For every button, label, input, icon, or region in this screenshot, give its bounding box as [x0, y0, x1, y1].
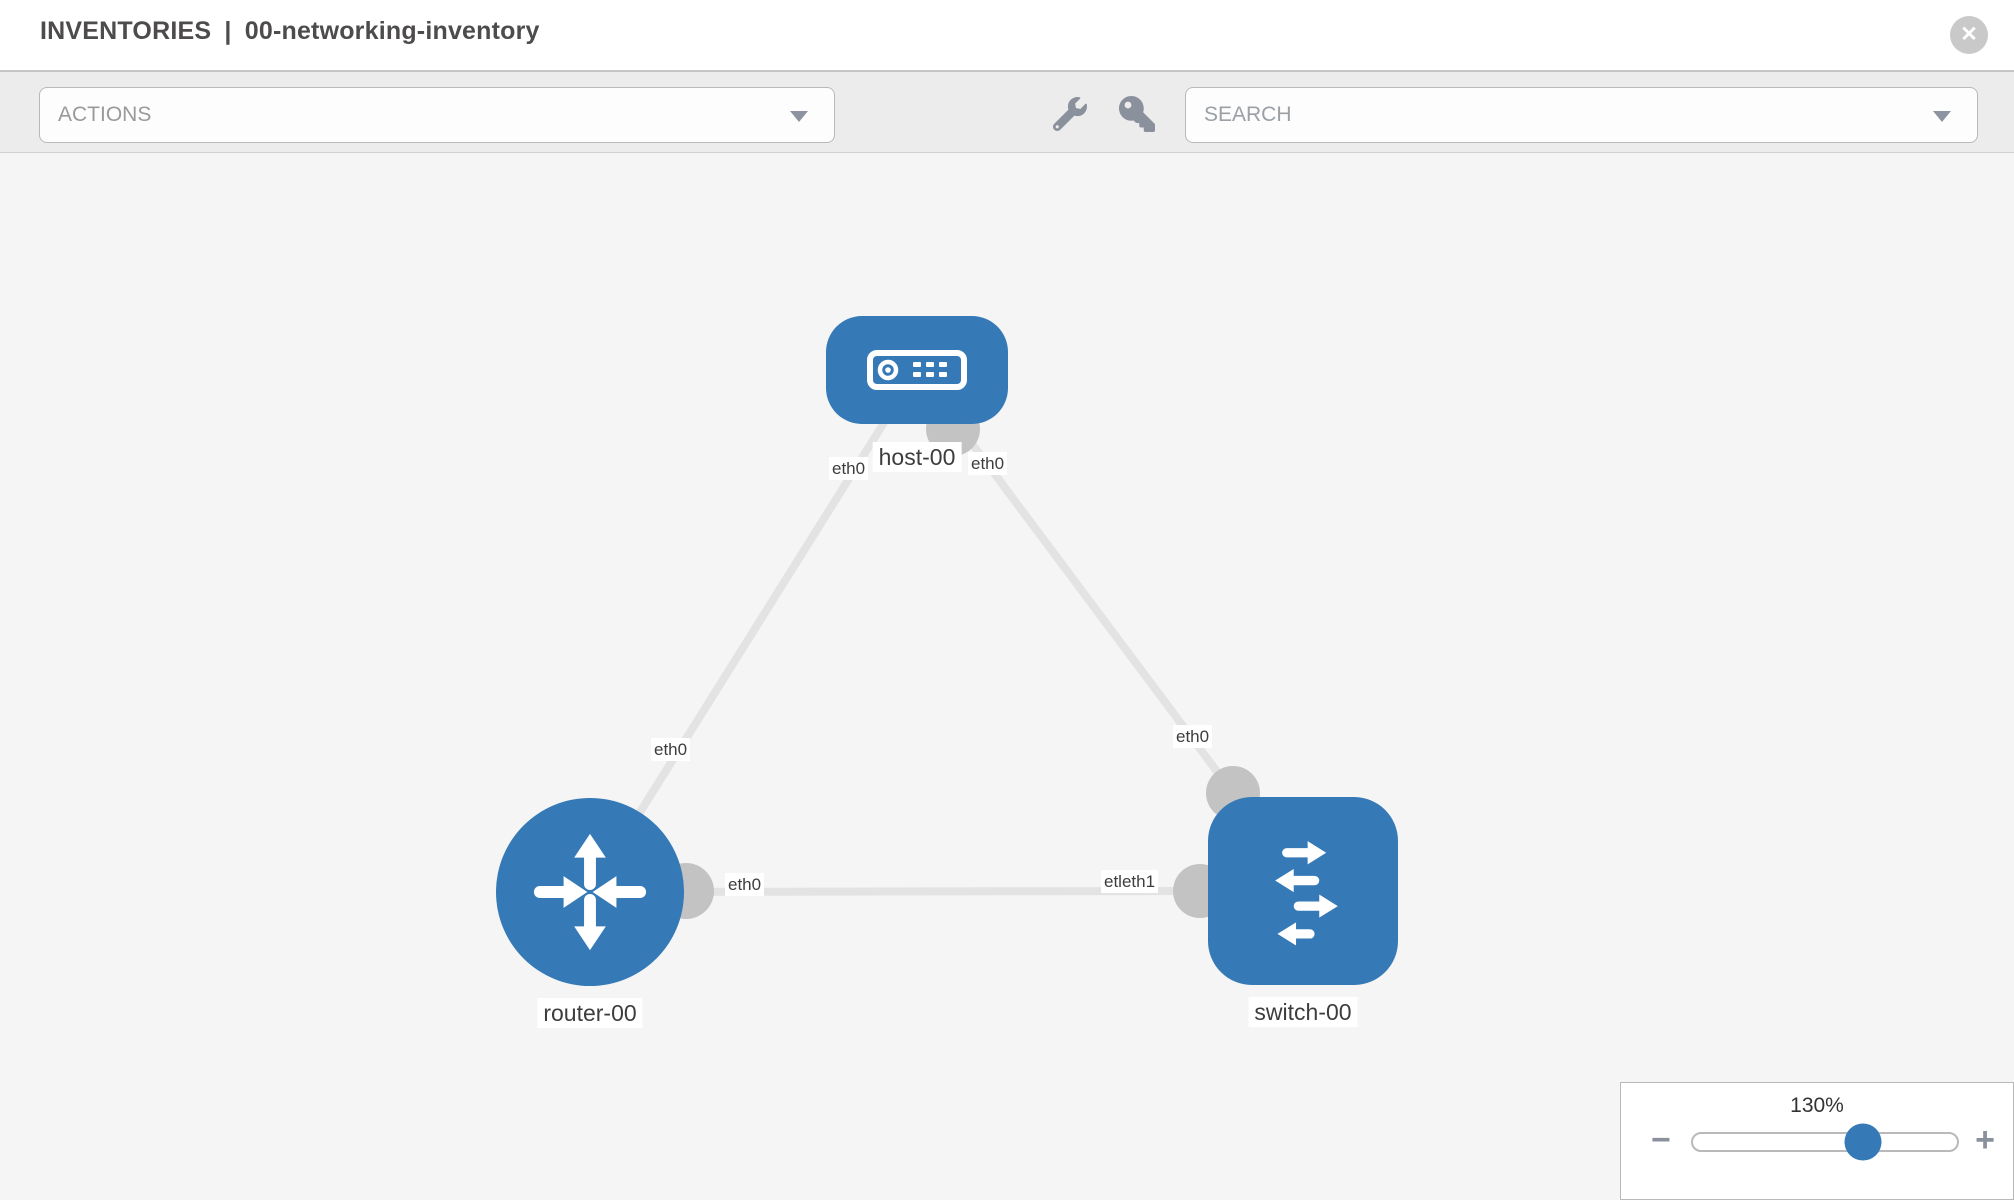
interface-label: eth0: [651, 738, 691, 761]
close-button[interactable]: ✕: [1950, 16, 1988, 54]
host-icon: [867, 350, 967, 390]
zoom-level: 130%: [1790, 1094, 1844, 1117]
search-dropdown[interactable]: [1185, 87, 1978, 143]
zoom-panel: 130% − +: [1620, 1082, 2014, 1200]
topology-canvas[interactable]: eth0 eth0 eth0 eth0 eth0 etleth1 host-00…: [0, 153, 2014, 1200]
interface-label: eth0: [968, 452, 1008, 475]
page-title: INVENTORIES | 00-networking-inventory: [40, 17, 546, 46]
key-icon: [1119, 96, 1155, 132]
zoom-in-button[interactable]: +: [1975, 1121, 1995, 1159]
close-icon: ✕: [1960, 23, 1978, 46]
switch-icon: [1275, 841, 1338, 946]
wrench-icon: [1052, 96, 1087, 131]
chevron-down-icon: [1933, 111, 1951, 122]
interface-label: eth0: [829, 457, 869, 480]
chevron-down-icon: [790, 111, 808, 122]
breadcrumb[interactable]: INVENTORIES: [40, 17, 212, 45]
node-label-host-00: host-00: [872, 442, 962, 472]
node-router-00[interactable]: [496, 798, 684, 986]
zoom-slider[interactable]: [1691, 1123, 1959, 1161]
credentials-button[interactable]: [1118, 96, 1156, 134]
topology-links-layer: [586, 367, 1260, 919]
interface-label: etleth1: [1101, 870, 1159, 893]
node-label-switch-00: switch-00: [1248, 997, 1358, 1027]
interface-label: eth0: [725, 873, 765, 896]
tools-button[interactable]: [1051, 96, 1089, 134]
inventory-name: 00-networking-inventory: [244, 17, 540, 45]
search-input[interactable]: [1204, 103, 1977, 127]
actions-dropdown-label: ACTIONS: [58, 103, 152, 126]
zoom-slider-thumb[interactable]: [1844, 1123, 1882, 1161]
header: INVENTORIES | 00-networking-inventory ✕: [0, 0, 2014, 70]
node-label-router-00: router-00: [537, 998, 643, 1028]
toolbar: ACTIONS: [0, 70, 2014, 153]
node-host-00[interactable]: [826, 316, 1008, 424]
breadcrumb-separator: |: [224, 17, 232, 45]
actions-dropdown[interactable]: ACTIONS: [39, 87, 835, 143]
router-icon: [533, 833, 647, 951]
zoom-out-button[interactable]: −: [1651, 1121, 1671, 1159]
interface-label: eth0: [1173, 725, 1213, 748]
node-switch-00[interactable]: [1208, 797, 1398, 985]
